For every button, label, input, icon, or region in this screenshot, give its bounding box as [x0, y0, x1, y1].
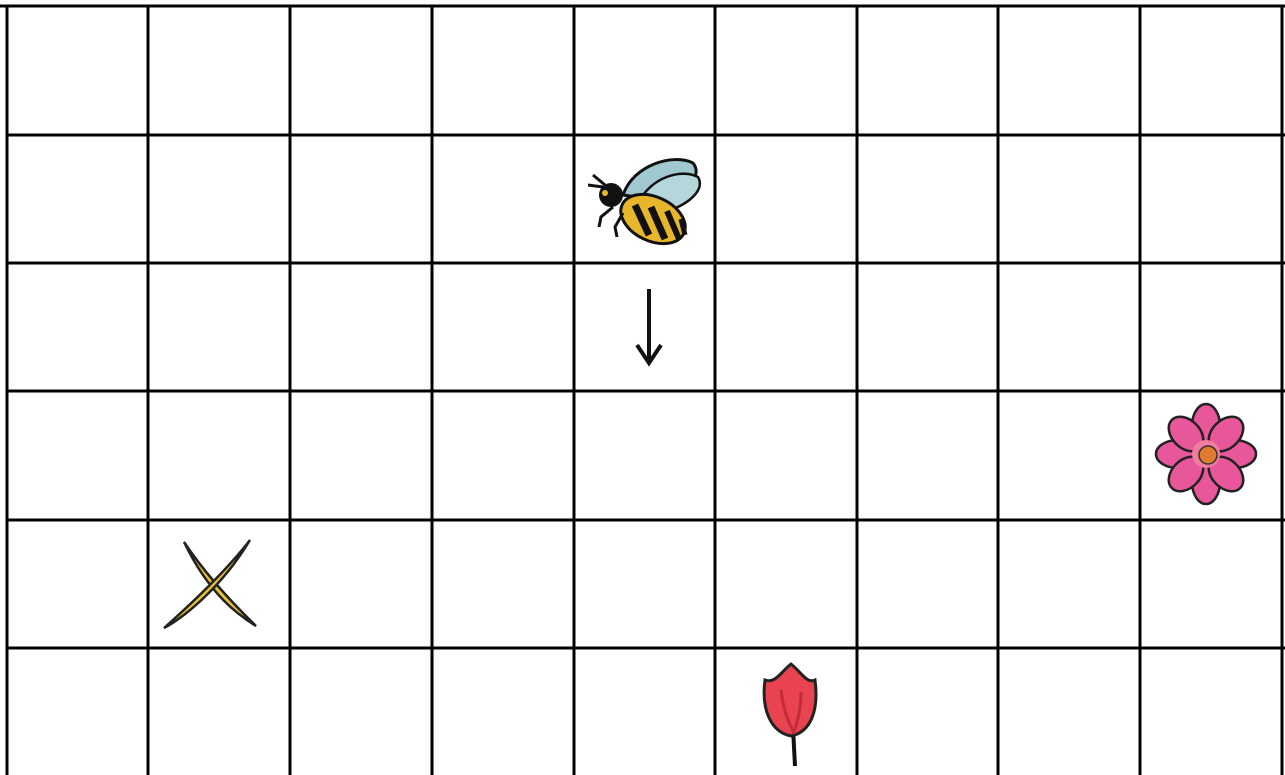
- arrow-down-icon: [637, 289, 661, 363]
- grid: [0, 6, 1285, 775]
- yellow-x-marker-icon[interactable]: [164, 540, 256, 628]
- pink-daisy-icon[interactable]: [1156, 404, 1256, 504]
- red-tulip-icon[interactable]: [764, 664, 816, 766]
- bee-icon[interactable]: [588, 160, 700, 254]
